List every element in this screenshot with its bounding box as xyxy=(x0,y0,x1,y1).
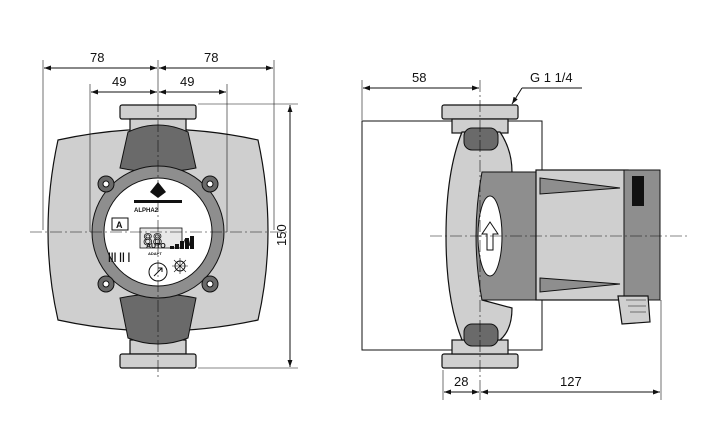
bottom-fin xyxy=(539,277,621,293)
rating-plate xyxy=(632,176,644,206)
cable-connector xyxy=(617,295,651,325)
top-fin xyxy=(539,177,621,195)
flow-up-arrow-icon xyxy=(481,221,499,251)
dim-overall-left: 78 xyxy=(90,50,104,65)
housing-screws xyxy=(97,175,219,293)
dim-port-right: 49 xyxy=(180,74,194,89)
mode-letter: A xyxy=(116,220,123,230)
side-top-port xyxy=(463,127,499,151)
front-view: ALPHA2 A 88 W ||| || | AUTO ADAPT xyxy=(30,50,298,380)
auto-sublabel: ADAPT xyxy=(148,251,162,256)
side-view: 58 G 1 1/4 28 127 xyxy=(361,70,690,400)
dim-port-left: 49 xyxy=(112,74,126,89)
display-window xyxy=(139,227,183,249)
thread-size: G 1 1/4 xyxy=(530,70,573,85)
dim-port-offset: 28 xyxy=(454,374,468,389)
mode-badge xyxy=(111,217,129,231)
model-label: ALPHA2 xyxy=(134,208,159,214)
display-digits: 88 xyxy=(143,230,162,249)
bar-indicators: ||| || | xyxy=(108,252,131,263)
side-bottom-port xyxy=(463,323,499,347)
auto-label: AUTO xyxy=(146,243,166,250)
dim-overall-right: 78 xyxy=(204,50,218,65)
dim-depth: 127 xyxy=(560,374,582,389)
dim-to-axis: 58 xyxy=(412,70,426,85)
night-mode-icon xyxy=(172,258,188,274)
dim-height: 150 xyxy=(274,224,289,246)
performance-bars-icon xyxy=(170,236,194,249)
